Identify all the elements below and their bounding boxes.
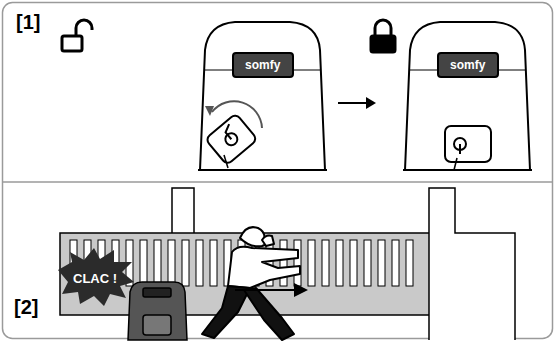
divider bbox=[3, 181, 552, 183]
step-number: [2] bbox=[14, 297, 38, 317]
sound-effect: CLAC ! bbox=[73, 272, 117, 285]
transition-arrow bbox=[338, 97, 376, 109]
gate-slat bbox=[308, 240, 315, 286]
gate-slat bbox=[140, 240, 147, 286]
gate-slat bbox=[294, 240, 301, 286]
gate-post bbox=[172, 188, 194, 238]
gate-slat bbox=[350, 240, 357, 286]
gate-slat bbox=[364, 240, 371, 286]
person-pushing bbox=[202, 227, 300, 340]
brand-logo: somfy bbox=[245, 59, 280, 71]
motor-unlocked bbox=[198, 22, 327, 170]
gate-slat bbox=[168, 240, 175, 286]
gate-post-closed bbox=[429, 188, 515, 340]
gate-slat bbox=[182, 240, 189, 286]
step-number: [1] bbox=[16, 12, 40, 32]
gate-slat bbox=[154, 240, 161, 286]
gate-slat bbox=[378, 240, 385, 286]
brand-logo: somfy bbox=[450, 59, 485, 71]
impact-burst bbox=[58, 248, 134, 306]
lock-icon bbox=[371, 20, 395, 52]
gate-slat bbox=[406, 240, 413, 286]
gate-slat bbox=[210, 240, 217, 286]
sliding-gate bbox=[60, 233, 430, 315]
gate-slat bbox=[196, 240, 203, 286]
gate-slat bbox=[392, 240, 399, 286]
unlock-icon bbox=[62, 20, 92, 51]
direction-arrow bbox=[235, 283, 308, 297]
gate-slat bbox=[322, 240, 329, 286]
gate-slat bbox=[280, 240, 287, 286]
gate-slat bbox=[336, 240, 343, 286]
gate-motor bbox=[128, 282, 187, 340]
motor-locked bbox=[403, 22, 532, 170]
